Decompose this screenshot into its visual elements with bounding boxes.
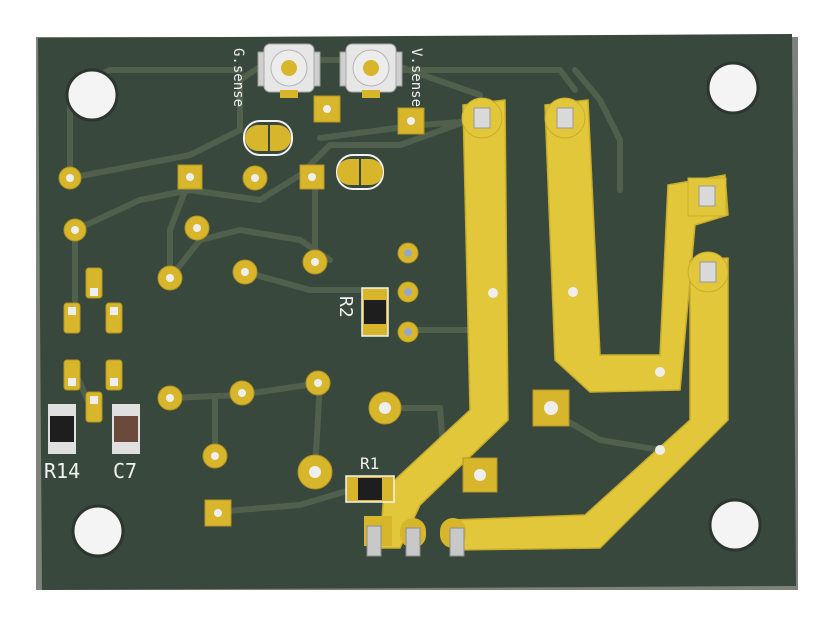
label-r2: R2: [335, 296, 356, 318]
mounting-hole-bottom-left: [71, 504, 125, 558]
terminal-pads: [461, 97, 729, 293]
copper-pours: [379, 99, 729, 551]
mounting-hole-top-left: [65, 68, 119, 122]
pad-drills: [66, 174, 665, 478]
label-c7: C7: [113, 459, 137, 483]
resistor-r2: [361, 287, 389, 337]
smd-pad-highlights: [68, 288, 118, 404]
resistor-r14: [48, 404, 76, 454]
label-r1: R1: [360, 454, 379, 473]
solder-jumpers: [243, 120, 384, 190]
mounting-holes: [65, 61, 762, 558]
copper-trace-left: [379, 99, 509, 549]
solder-jumper-left: [243, 120, 293, 156]
mounting-hole-bottom-right: [708, 498, 762, 552]
mounting-hole-top-right: [706, 61, 760, 115]
resistor-r1: [345, 475, 395, 503]
v-sense-connector: [339, 43, 403, 98]
label-r14: R14: [44, 459, 80, 483]
label-g-sense: G.sense: [230, 48, 246, 107]
label-v-sense: V.sense: [408, 48, 424, 107]
bottom-transistor: [364, 516, 466, 557]
g-sense-connector: [257, 43, 321, 98]
capacitor-c7: [112, 404, 140, 454]
pcb-board: [38, 34, 796, 590]
square-pad-drills: [186, 105, 558, 517]
